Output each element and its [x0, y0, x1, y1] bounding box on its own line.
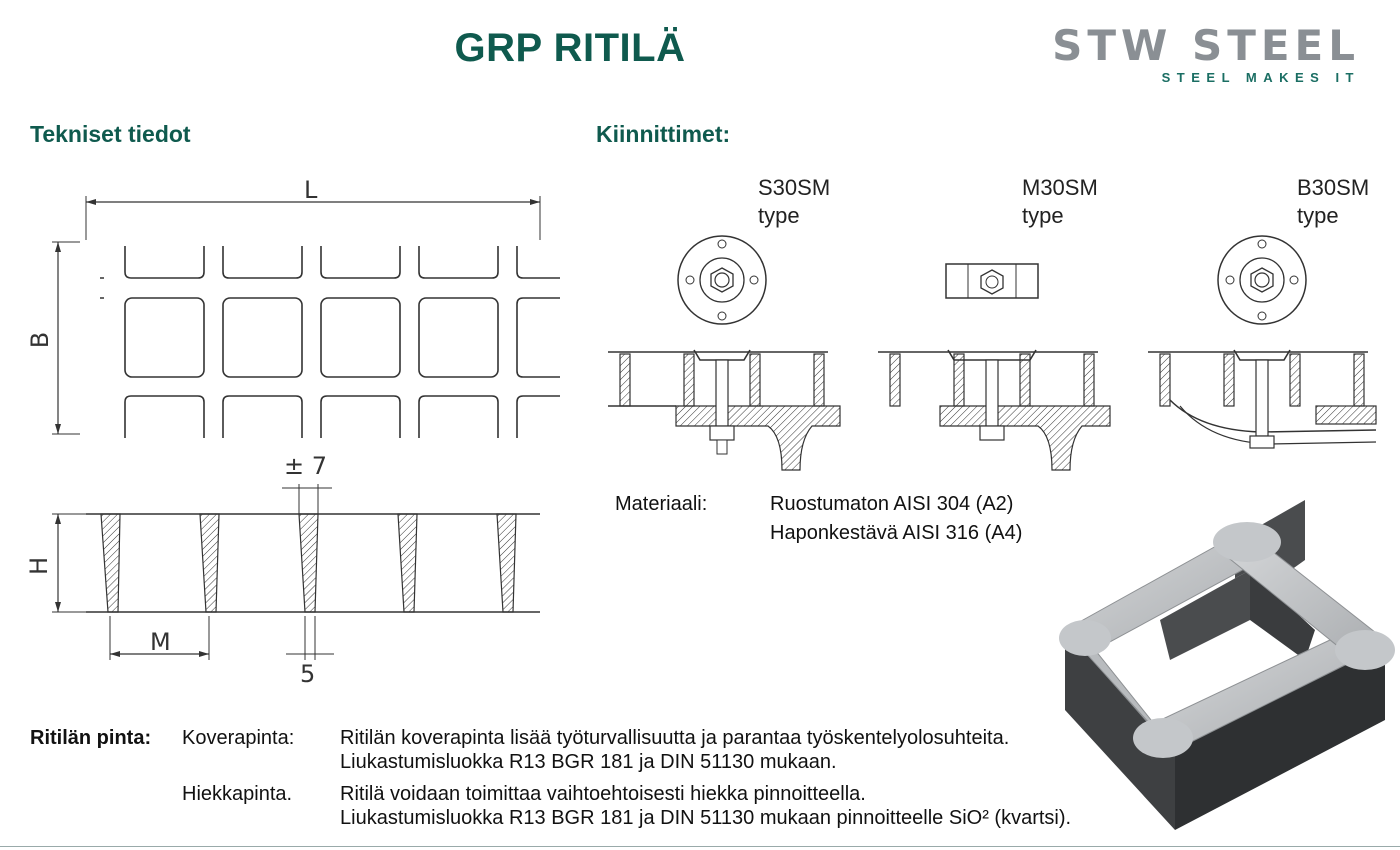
desc-line: Liukastumisluokka R13 BGR 181 ja DIN 511…: [340, 807, 1072, 829]
grating-section-drawing: [52, 484, 540, 660]
fastener-s30sm-drawing: [608, 235, 841, 471]
dim-m-label: M: [150, 628, 171, 656]
material-item: Ruostumaton AISI 304 (A2): [770, 493, 1014, 515]
fasteners-heading: Kiinnittimet:: [596, 121, 731, 147]
dim-b-label: B: [26, 331, 55, 349]
brand-logo: STW STEEL STEEL MAKES IT: [1052, 21, 1360, 86]
desc-line: Ritilä voidaan toimittaa vaihtoehtoisest…: [340, 783, 866, 805]
desc-line: Ritilän koverapinta lisää työturvallisuu…: [340, 727, 1010, 749]
fastener-name: M30SM: [1022, 175, 1098, 200]
fastener-b30sm-label: B30SM type: [1297, 174, 1369, 230]
fastener-type: type: [1022, 203, 1064, 228]
material-label: Materiaali:: [615, 493, 708, 515]
grating-3d-illustration: [1059, 500, 1395, 830]
fastener-b30sm-drawing: [1148, 235, 1377, 449]
dim-tolerance-label: ± 7: [284, 452, 328, 480]
surface-label: Ritilän pinta:: [30, 726, 151, 750]
surface-desc-koverapinta: Ritilän koverapinta lisää työturvallisuu…: [340, 726, 1009, 774]
brand-tagline: STEEL MAKES IT: [1161, 70, 1360, 85]
footer-divider: [0, 846, 1400, 847]
fastener-m30sm-drawing: [878, 263, 1111, 471]
fastener-type: type: [758, 203, 800, 228]
fastener-name: B30SM: [1297, 175, 1370, 200]
dim-h-label: H: [25, 556, 54, 576]
surface-label-text: Ritilän pinta:: [30, 727, 152, 749]
fastener-m30sm-label: M30SM type: [1022, 174, 1098, 230]
grating-plan-drawing: [52, 196, 560, 438]
fastener-s30sm-label: S30SM type: [758, 174, 830, 230]
brand-name: STW STEEL: [1052, 21, 1360, 70]
fastener-type: type: [1297, 203, 1339, 228]
material-list: Ruostumaton AISI 304 (A2) Haponkestävä A…: [770, 490, 1022, 548]
dim-bottom-label: 5: [300, 660, 316, 688]
desc-line: Liukastumisluokka R13 BGR 181 ja DIN 511…: [340, 751, 837, 773]
tech-heading: Tekniset tiedot: [30, 121, 191, 147]
surface-type-hiekkapinta: Hiekkapinta.: [182, 783, 293, 805]
fastener-name: S30SM: [758, 175, 831, 200]
surface-type-koverapinta: Koverapinta:: [182, 727, 295, 749]
page-title: GRP RITILÄ: [454, 26, 686, 70]
material-item: Haponkestävä AISI 316 (A4): [770, 522, 1023, 544]
dim-l-label: L: [304, 176, 318, 204]
surface-desc-hiekkapinta: Ritilä voidaan toimittaa vaihtoehtoisest…: [340, 782, 1071, 830]
